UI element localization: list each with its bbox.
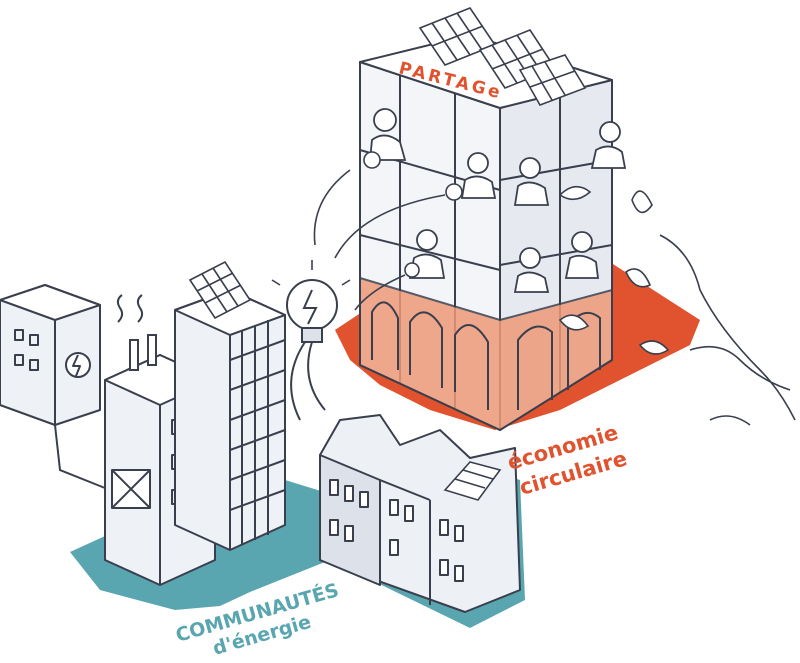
solar-panel-icon [418, 7, 587, 106]
solar-panel-icon [443, 461, 502, 501]
solar-panel-icon [188, 260, 252, 320]
chimney-smoke-icon [116, 294, 157, 371]
leaf-icon [558, 185, 670, 355]
row-houses [319, 414, 521, 613]
residents [369, 108, 627, 293]
ground-floor-highlight [359, 276, 613, 432]
lightbulb-icon [286, 279, 338, 421]
power-cable [54, 424, 111, 491]
electric-box-icon [0, 284, 101, 426]
bulb-rays [271, 260, 351, 286]
exchange-arrows [313, 169, 796, 426]
lightbulb-icon [363, 151, 463, 278]
office-tower [174, 289, 286, 551]
